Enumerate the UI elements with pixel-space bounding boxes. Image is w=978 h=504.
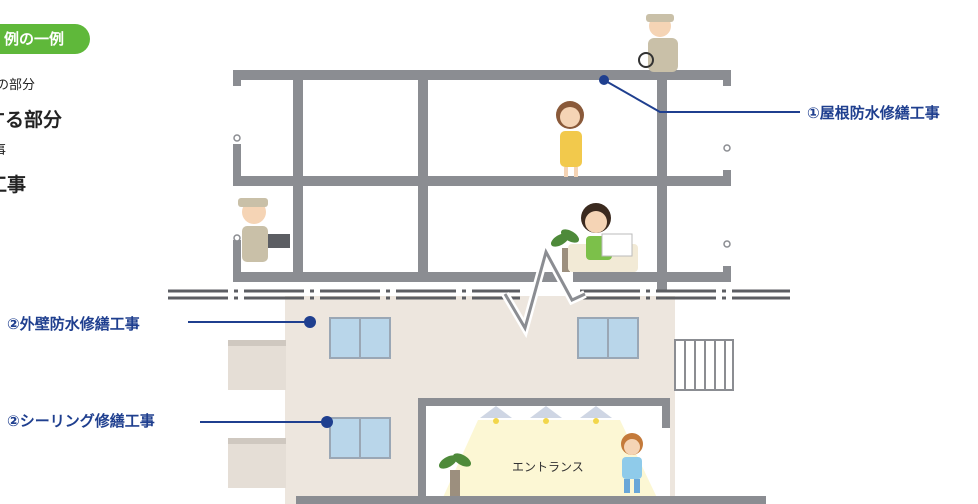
leader-lines (188, 79, 800, 423)
entrance-label: エントランス (512, 460, 584, 474)
side-text-4: 工事 (0, 174, 27, 196)
left-balcony-upper (228, 340, 286, 390)
exterior-wall-waterproofing-label: ②外壁防水修繕工事 (7, 315, 140, 333)
inspector-figure (638, 14, 678, 72)
building-frame (233, 70, 731, 290)
category-badge: 例の一例 (0, 24, 90, 54)
roof-waterproofing-label: ①屋根防水修繕工事 (807, 104, 940, 122)
plant-icon (438, 453, 472, 496)
rail-posts (233, 134, 731, 248)
light-glow (440, 420, 660, 504)
side-text-1: の部分 (0, 78, 36, 93)
man-reading-figure (568, 203, 638, 272)
side-text-2: する部分 (0, 109, 63, 131)
section-break-lines (168, 241, 790, 339)
ceiling-lamps (480, 406, 612, 424)
worker-figure (238, 198, 290, 262)
sealing-repair-label: ②シーリング修繕工事 (7, 412, 155, 430)
balcony-railing (674, 339, 734, 391)
leader-dots (304, 75, 609, 428)
child-figure (621, 433, 643, 493)
side-text-3: 事 (0, 140, 6, 160)
plant-icon (550, 229, 580, 272)
woman-figure (556, 101, 584, 177)
left-balcony-lower (228, 438, 286, 488)
